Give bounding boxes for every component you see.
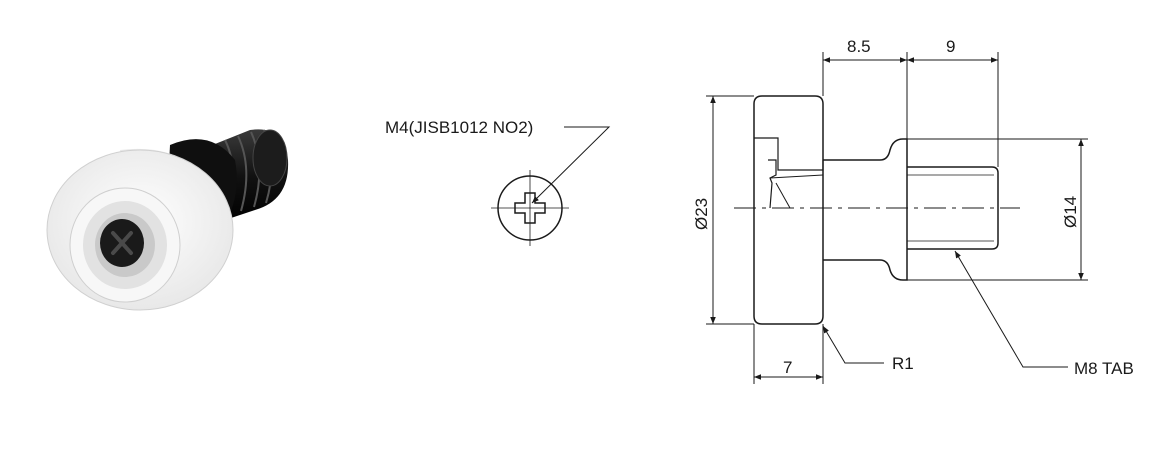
- radius-label: R1: [892, 354, 914, 373]
- phillips-cross-icon: [111, 231, 133, 255]
- radius-leader-line: [822, 325, 884, 364]
- thread-stud: [907, 166, 999, 250]
- dim-label-width: 7: [783, 358, 792, 377]
- dimension-labels: 8.5 9 Ø23 Ø14 7 R1 M8 TAB: [692, 37, 1134, 378]
- white-wheel: [46, 148, 234, 311]
- side-view: [734, 95, 1020, 325]
- phillips-screw-head-icon: [514, 192, 546, 224]
- screw-leader-line: [531, 126, 611, 204]
- thread-spec-label: M8 TAB: [1074, 359, 1134, 378]
- roller-3d-render-icon: [46, 129, 289, 311]
- dim-label-top-left: 8.5: [847, 37, 871, 56]
- dim-label-thread-diameter: Ø14: [1061, 196, 1080, 228]
- thread-leader-line: [954, 250, 1068, 368]
- hub-neck: [823, 138, 908, 281]
- screw-spec-label: M4(JISB1012 NO2): [385, 118, 533, 137]
- wheel-body: [753, 95, 824, 325]
- inner-step-detail: [754, 137, 824, 171]
- dim-label-top-right: 9: [946, 37, 955, 56]
- dim-label-outer-diameter: Ø23: [692, 198, 711, 230]
- dimensions: [706, 52, 1088, 384]
- front-view: M4(JISB1012 NO2): [385, 118, 611, 246]
